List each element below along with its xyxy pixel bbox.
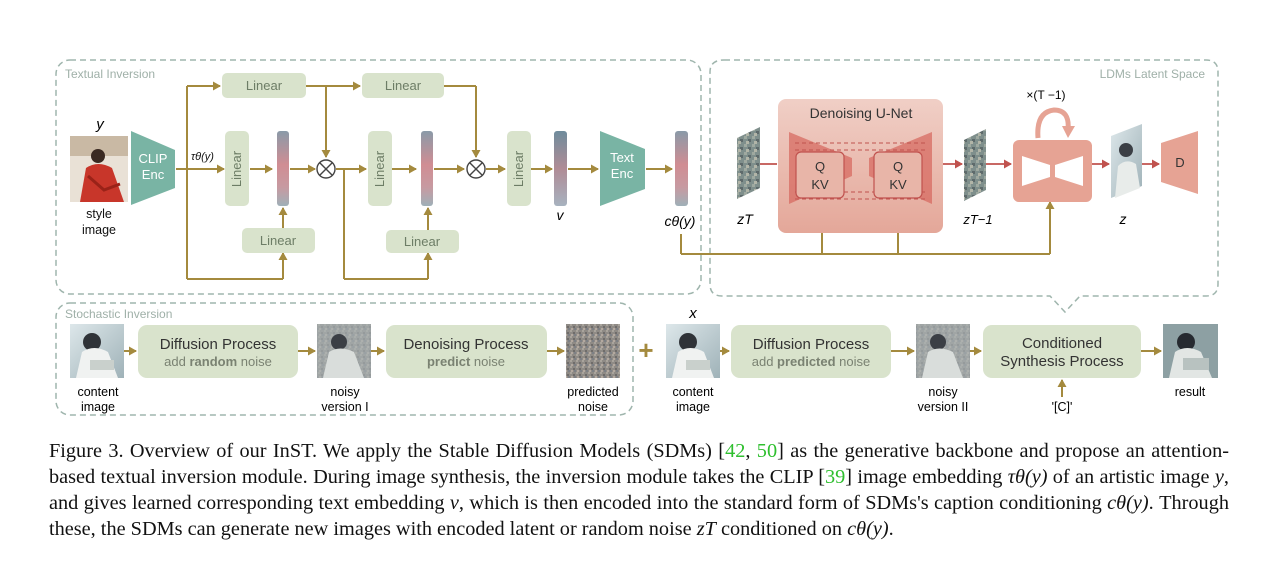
svg-text:Linear: Linear <box>511 150 526 187</box>
noisy-version-1-label-1: noisy <box>330 385 360 399</box>
svg-text:Enc: Enc <box>611 166 634 181</box>
svg-text:Linear: Linear <box>246 78 283 93</box>
noisy-version-2-label-1: noisy <box>928 385 958 399</box>
style-image-label-2: image <box>82 223 116 237</box>
zT1-label: zT−1 <box>962 212 992 227</box>
svg-text:Linear: Linear <box>372 150 387 187</box>
textual-inversion-region <box>55 59 702 295</box>
c-theta-label: cθ(y) <box>665 213 696 229</box>
content-image-1-label-1: content <box>77 385 119 399</box>
text-encoder: Text Enc <box>600 131 645 206</box>
zT-latent-image <box>737 127 760 199</box>
plus-sign: + <box>638 335 653 365</box>
svg-text:Q: Q <box>893 159 903 174</box>
svg-text:Linear: Linear <box>385 78 422 93</box>
svg-text:Diffusion Process: Diffusion Process <box>753 336 869 353</box>
citation-39[interactable]: 39 <box>825 466 846 488</box>
svg-text:Diffusion Process: Diffusion Process <box>160 336 276 353</box>
style-image <box>70 136 128 202</box>
multiply-node-2 <box>466 159 486 179</box>
content-image-2-label-2: image <box>676 400 710 414</box>
x-label: x <box>688 305 697 322</box>
repeat-label: ×(T −1) <box>1026 88 1065 102</box>
svg-text:Q: Q <box>815 159 825 174</box>
linear-bottom-2: Linear <box>386 230 459 253</box>
svg-text:Linear: Linear <box>404 234 441 249</box>
inst-overview-figure: Textual Inversion LDMs Latent Space Stoc… <box>55 59 1219 416</box>
denoising-process: Denoising Process predict noise <box>386 325 547 378</box>
unet-attention-right <box>873 151 923 199</box>
style-y-label: y <box>95 116 105 133</box>
diffusion-process-1: Diffusion Process add random noise <box>138 325 298 378</box>
linear-vertical-3: Linear <box>507 131 531 206</box>
unet-attention-left <box>795 151 845 199</box>
zT1-latent-image <box>964 129 986 201</box>
figure-caption: Figure 3. Overview of our InST. We apply… <box>49 440 1230 540</box>
stochastic-inversion-title: Stochastic Inversion <box>65 307 172 321</box>
predicted-noise-label-2: noise <box>578 400 608 414</box>
v-label: v <box>557 207 565 223</box>
svg-text:D: D <box>1175 155 1184 170</box>
tau-label: τθ(y) <box>191 151 214 163</box>
svg-text:Denoising U-Net: Denoising U-Net <box>810 105 913 121</box>
linear-top-1: Linear <box>222 73 306 98</box>
embedding-bar-c <box>675 131 688 206</box>
svg-text:KV: KV <box>889 177 907 192</box>
z-label: z <box>1119 211 1127 227</box>
linear-vertical-2: Linear <box>368 131 392 206</box>
zT-label: zT <box>736 211 754 227</box>
linear-bottom-1: Linear <box>242 228 315 253</box>
svg-text:Linear: Linear <box>229 150 244 187</box>
result-image <box>1163 324 1218 378</box>
svg-text:add random noise: add random noise <box>164 354 272 369</box>
latent-space-title: LDMs Latent Space <box>1100 67 1206 81</box>
predicted-noise-label-1: predicted <box>567 385 618 399</box>
multiply-node-1 <box>316 159 336 179</box>
noisy-version-1-image <box>317 324 371 378</box>
c-token-label: '[C]' <box>1052 400 1073 414</box>
result-label: result <box>1175 385 1206 399</box>
predicted-noise-image <box>566 324 620 378</box>
linear-top-2: Linear <box>362 73 444 98</box>
content-image-2 <box>666 324 720 378</box>
svg-text:Synthesis Process: Synthesis Process <box>1000 353 1123 370</box>
z-latent-image <box>1111 124 1142 198</box>
content-image-1-label-2: image <box>81 400 115 414</box>
content-image-2-label-1: content <box>672 385 714 399</box>
stochastic-inversion-region <box>55 302 634 416</box>
embedding-bar-2 <box>421 131 433 206</box>
style-image-label-1: style <box>86 207 112 221</box>
repeat-unet-block <box>1013 107 1092 202</box>
svg-text:Linear: Linear <box>260 233 297 248</box>
embedding-bar-v <box>554 131 567 206</box>
svg-text:Conditioned: Conditioned <box>1022 335 1102 352</box>
svg-text:add predicted noise: add predicted noise <box>752 354 871 369</box>
content-image-1 <box>70 324 124 378</box>
svg-text:Enc: Enc <box>142 167 165 182</box>
svg-text:predict noise: predict noise <box>427 354 505 369</box>
noisy-version-2-label-2: version II <box>918 400 969 414</box>
svg-text:Denoising Process: Denoising Process <box>403 336 528 353</box>
latent-space-region <box>709 59 1219 314</box>
decoder: D <box>1161 131 1198 194</box>
svg-text:KV: KV <box>811 177 829 192</box>
embedding-bar-1 <box>277 131 289 206</box>
conditioned-synthesis-process: Conditioned Synthesis Process <box>983 325 1141 378</box>
clip-encoder: CLIP Enc <box>131 131 175 205</box>
diffusion-process-2: Diffusion Process add predicted noise <box>731 325 891 378</box>
svg-text:CLIP: CLIP <box>139 151 168 166</box>
citation-50[interactable]: 50 <box>756 440 778 462</box>
linear-vertical-1: Linear <box>225 131 249 206</box>
textual-inversion-title: Textual Inversion <box>65 67 155 81</box>
citation-42[interactable]: 42 <box>725 440 746 462</box>
noisy-version-1-label-2: version I <box>321 400 368 414</box>
noisy-version-2-image <box>916 324 970 378</box>
svg-text:Text: Text <box>610 150 634 165</box>
denoising-unet: Denoising U-Net Q KV Q KV <box>778 99 943 233</box>
